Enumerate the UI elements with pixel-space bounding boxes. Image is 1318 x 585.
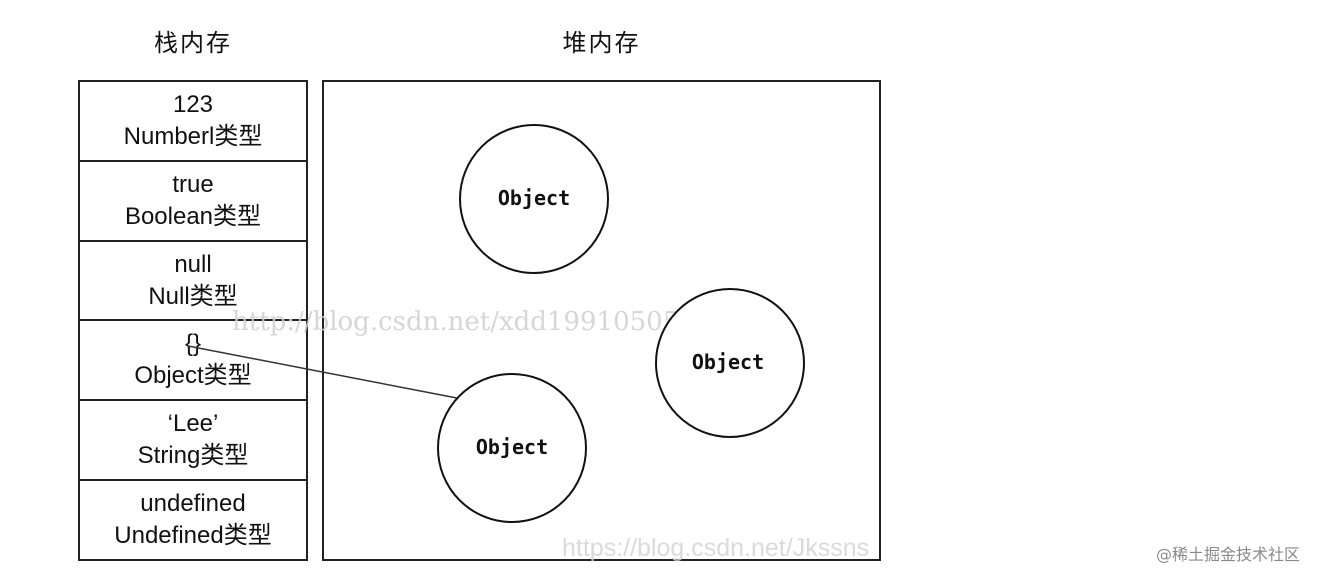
stack-cell-object: {} Object类型 (80, 319, 306, 399)
stack-cell-type: Numberl类型 (123, 122, 263, 150)
stack-cell-type: String类型 (137, 442, 249, 470)
stack-memory-box: 123 Numberl类型 true Boolean类型 null Null类型… (78, 80, 308, 561)
stack-cell-value: true (172, 170, 214, 198)
stack-cell-boolean: true Boolean类型 (80, 159, 306, 240)
source-credit: @稀土掘金技术社区 (1155, 545, 1300, 564)
stack-memory-title: 栈内存 (154, 30, 232, 57)
stack-cell-value: null (174, 250, 212, 278)
heap-memory-box (322, 80, 881, 561)
stack-cell-string: ‘Lee’ String类型 (80, 399, 306, 479)
heap-memory-title: 堆内存 (562, 30, 641, 57)
stack-cell-null: null Null类型 (80, 239, 306, 320)
stack-cell-type: Boolean类型 (124, 202, 262, 230)
stack-cell-value: {} (184, 330, 202, 358)
stack-cell-value: ‘Lee’ (167, 410, 219, 438)
stack-cell-value: 123 (172, 90, 214, 118)
stack-cell-type: Undefined类型 (114, 522, 272, 550)
stack-cell-undefined: undefined Undefined类型 (80, 479, 306, 559)
stack-cell-type: Object类型 (134, 362, 252, 390)
stack-cell-number: 123 Numberl类型 (80, 82, 306, 160)
stack-cell-type: Null类型 (148, 282, 238, 310)
stack-cell-value: undefined (140, 490, 246, 518)
